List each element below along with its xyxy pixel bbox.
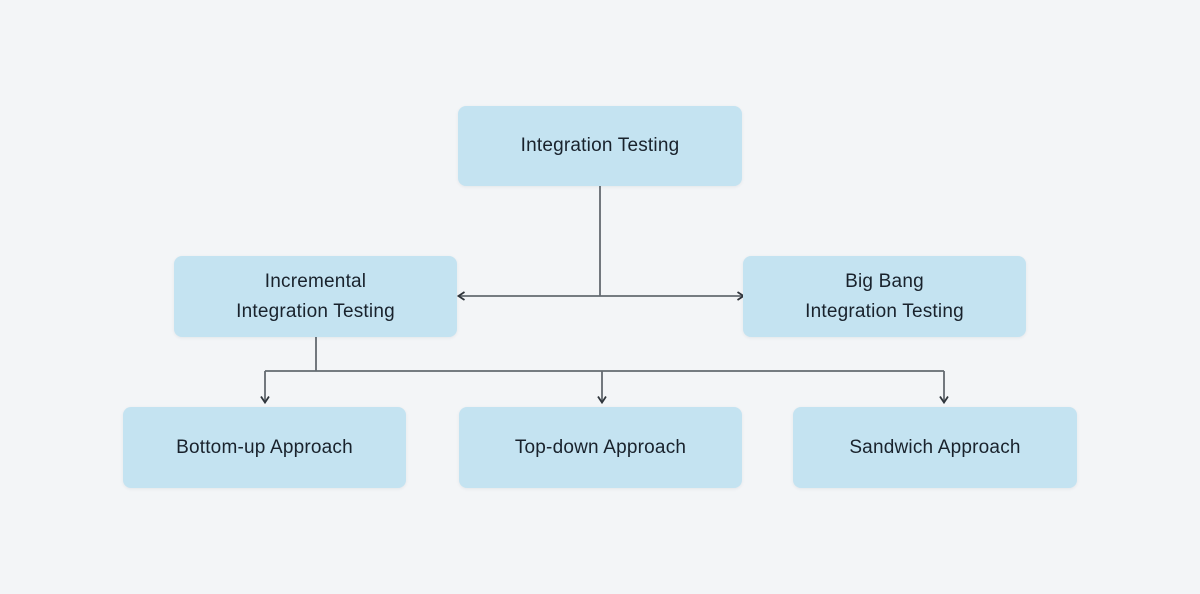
node-sandwich-approach: Sandwich Approach bbox=[793, 407, 1077, 488]
node-label: Top-down Approach bbox=[514, 436, 687, 458]
node-bottom-up-approach: Bottom-up Approach bbox=[123, 407, 406, 488]
node-integration-testing: Integration Testing bbox=[458, 106, 742, 186]
node-label-line2: Integration Testing bbox=[805, 300, 964, 322]
node-label-line1: Incremental bbox=[264, 270, 367, 292]
node-label: Bottom-up Approach bbox=[176, 436, 353, 458]
node-big-bang-integration-testing: Big Bang Integration Testing bbox=[743, 256, 1026, 337]
node-label: Integration Testing bbox=[520, 135, 680, 156]
node-label-line1: Big Bang bbox=[845, 270, 924, 292]
node-label: Sandwich Approach bbox=[849, 436, 1021, 458]
node-top-down-approach: Top-down Approach bbox=[459, 407, 742, 488]
node-incremental-integration-testing: Incremental Integration Testing bbox=[174, 256, 457, 337]
node-label-line2: Integration Testing bbox=[236, 300, 395, 322]
